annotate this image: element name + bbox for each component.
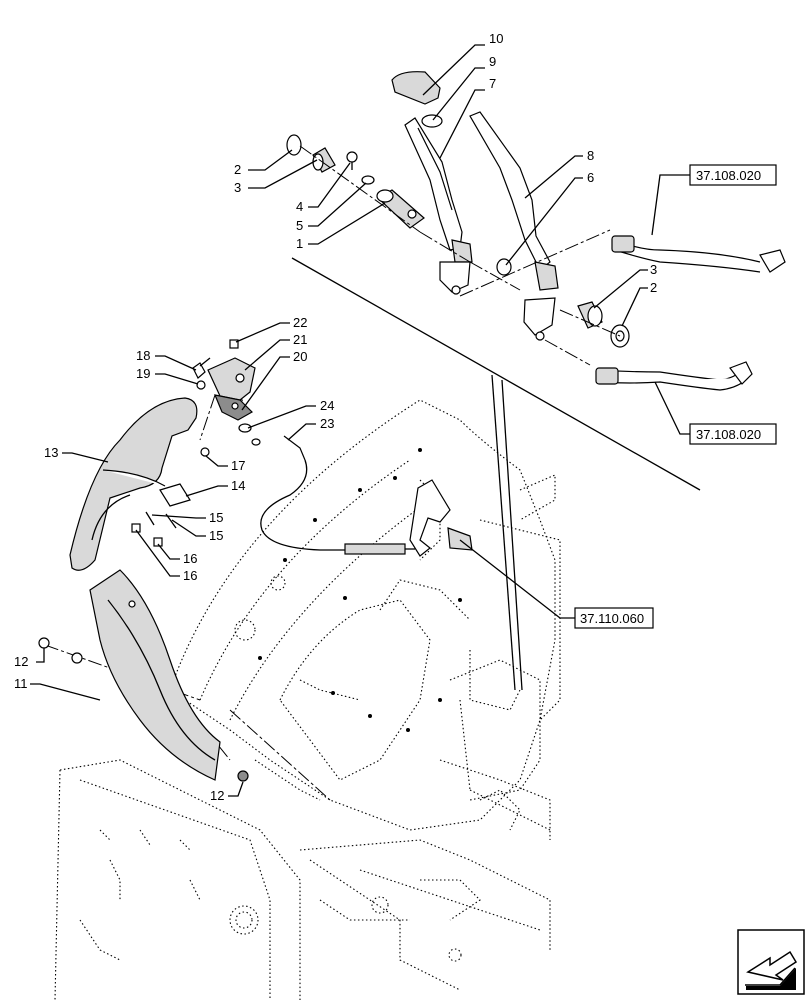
- callout-5: 5: [296, 218, 303, 233]
- arrow-navigation-icon[interactable]: [737, 929, 805, 995]
- throttle-cable-23: [260, 435, 415, 555]
- separator-line: [291, 257, 701, 491]
- callout-1: 1: [296, 236, 303, 251]
- callout-12-top: 12: [14, 654, 28, 669]
- washer-5: [361, 175, 375, 185]
- callout-19: 19: [136, 366, 150, 381]
- bolt-4: [346, 151, 358, 170]
- callout-2-left: 2: [234, 162, 241, 177]
- callout-10: 10: [489, 31, 503, 46]
- callout-14: 14: [231, 478, 245, 493]
- ref-box-upper[interactable]: 37.108.020: [689, 164, 777, 186]
- bushing-3-right: [577, 301, 603, 329]
- pins-15: [145, 511, 177, 529]
- ref-label-cable: 37.110.060: [580, 611, 644, 626]
- callout-17: 17: [231, 458, 245, 473]
- callout-13: 13: [44, 445, 58, 460]
- callout-15-a: 15: [209, 510, 223, 525]
- washer-24: [238, 423, 261, 446]
- callout-22: 22: [293, 315, 307, 330]
- bushing-3-left: [312, 147, 336, 173]
- callout-3-left: 3: [234, 180, 241, 195]
- callout-labels: 10 9 7 8 6 2 3 4 5 1 3 2 22 21 20 18 19 …: [14, 31, 657, 803]
- hydraulic-hose-lower: [595, 361, 753, 391]
- callout-7: 7: [489, 76, 496, 91]
- washer-2-left: [286, 134, 302, 156]
- ref-box-cable[interactable]: 37.110.060: [574, 607, 654, 629]
- callout-9: 9: [489, 54, 496, 69]
- callout-18: 18: [136, 348, 150, 363]
- rivets: [258, 448, 462, 732]
- pedal-arm-7: [404, 117, 473, 295]
- washer-12-bottom: [237, 770, 249, 782]
- callout-8: 8: [587, 148, 594, 163]
- lever-20: [214, 394, 253, 421]
- callout-16-a: 16: [183, 551, 197, 566]
- callout-23: 23: [320, 416, 334, 431]
- callout-21: 21: [293, 332, 307, 347]
- callout-15-b: 15: [209, 528, 223, 543]
- callout-3-right: 3: [650, 262, 657, 277]
- control-rods: [491, 374, 523, 691]
- nut-19: [196, 380, 206, 390]
- callout-16-b: 16: [183, 568, 197, 583]
- callout-24: 24: [320, 398, 334, 413]
- spring-18: [192, 357, 211, 379]
- nuts-16: [131, 523, 163, 547]
- throttle-lever-bracket: [409, 479, 473, 557]
- knob-13: [69, 397, 198, 571]
- ref-label-upper: 37.108.020: [696, 168, 761, 183]
- leader-lines: [30, 44, 690, 797]
- shaft-1: [376, 189, 425, 229]
- hydraulic-hose-upper: [611, 235, 786, 273]
- callout-4: 4: [296, 199, 303, 214]
- screw-17: [200, 447, 210, 457]
- washer-9: [421, 114, 443, 128]
- cover-11: [71, 569, 221, 781]
- bolt-22: [229, 339, 239, 349]
- ref-box-lower[interactable]: 37.108.020: [689, 423, 777, 445]
- washer-12-top: [38, 637, 50, 649]
- bracket-14: [159, 483, 191, 507]
- pedal-pad-10: [391, 71, 441, 105]
- ref-label-lower: 37.108.020: [696, 427, 761, 442]
- pedal-arm-8: [469, 111, 559, 341]
- callout-2-right: 2: [650, 280, 657, 295]
- tractor-body-outline: [54, 399, 561, 1000]
- callout-11: 11: [14, 676, 28, 691]
- callout-20: 20: [293, 349, 307, 364]
- callout-12-bottom: 12: [210, 788, 224, 803]
- callout-6: 6: [587, 170, 594, 185]
- bracket-21: [207, 357, 256, 401]
